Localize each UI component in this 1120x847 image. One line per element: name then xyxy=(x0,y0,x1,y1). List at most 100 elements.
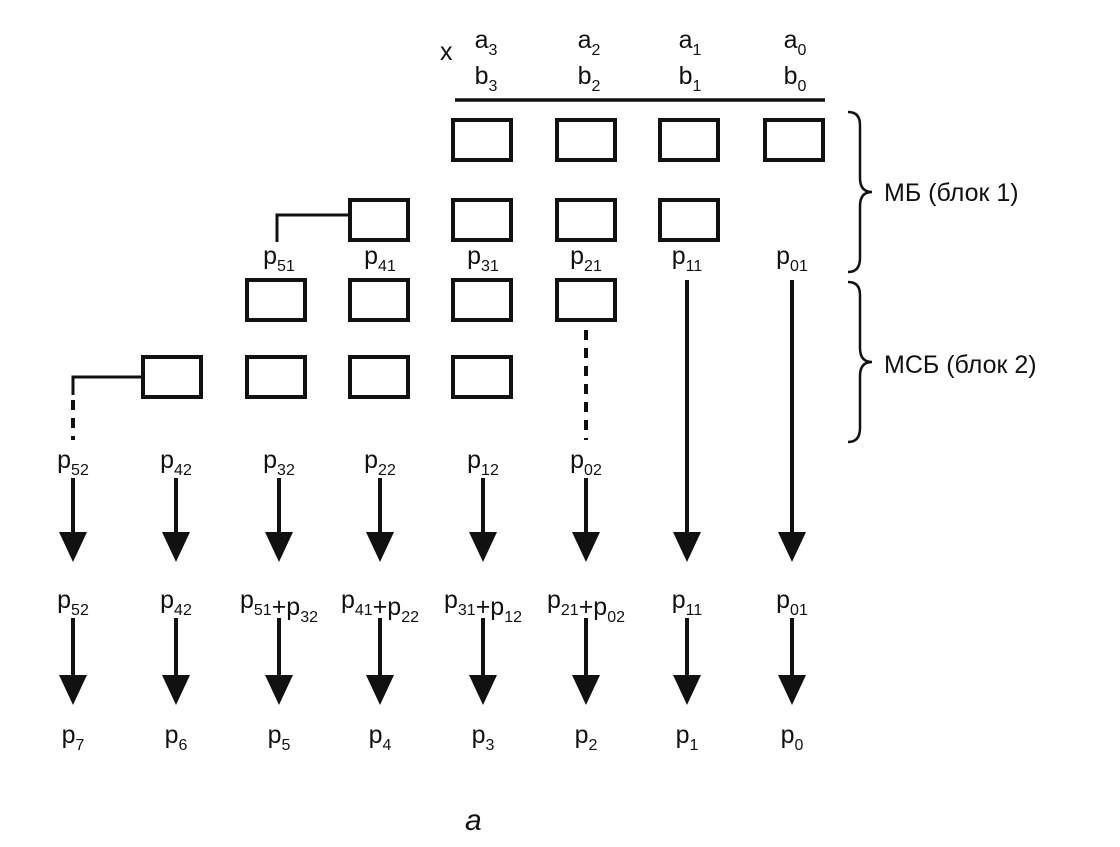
product-bit-label-subscript: 6 xyxy=(179,737,188,754)
partial-row1-label: p01 xyxy=(776,242,808,275)
sum-label-subscript: 01 xyxy=(790,602,808,619)
product-bit-label: p2 xyxy=(575,721,598,754)
multiplicand-digit-base: a xyxy=(578,26,592,54)
multiplier-digit-base: b xyxy=(784,62,798,90)
sum-label-base: p xyxy=(444,586,458,614)
sum-to-product-arrow-arrowhead xyxy=(572,675,600,705)
sum-label-subscript: 42 xyxy=(174,602,192,619)
sum-label-base: p xyxy=(57,586,71,614)
partial-row2-label-subscript: 42 xyxy=(174,462,192,479)
multiplier-digit-subscript: 1 xyxy=(693,78,702,95)
sum-label-subscript: 12 xyxy=(504,609,522,626)
multiplicand-digit: a2 xyxy=(578,26,601,59)
product-bit-label-base: p xyxy=(472,721,486,749)
partial-row2-label-subscript: 52 xyxy=(71,462,89,479)
block1-cell xyxy=(658,198,720,242)
partial-row2-label: p32 xyxy=(263,446,295,479)
sum-label-base: p xyxy=(776,586,790,614)
partial-row2-label: p22 xyxy=(364,446,396,479)
product-bit-label-base: p xyxy=(575,721,589,749)
multiplier-digit: b1 xyxy=(679,62,702,95)
block2-cell xyxy=(348,278,410,322)
partial-row1-label-subscript: 11 xyxy=(686,258,703,275)
multiplier-digit: b2 xyxy=(578,62,601,95)
product-bit-label: p3 xyxy=(472,721,495,754)
multiplier-digit-subscript: 0 xyxy=(798,78,807,95)
sum-label: p21+p02 xyxy=(547,586,625,626)
multiplicand-digit-base: a xyxy=(784,26,798,54)
block1-label: МБ (блок 1) xyxy=(884,179,1019,207)
multiplicand-digit-subscript: 3 xyxy=(489,42,498,59)
partial-row1-label-base: p xyxy=(776,242,790,270)
block1-carry-wire xyxy=(275,213,350,242)
block2-carry-wire xyxy=(71,375,143,395)
partial-row1-label-base: p xyxy=(364,242,378,270)
partial-row2-label-base: p xyxy=(364,446,378,474)
partial-row1-label-subscript: 41 xyxy=(378,258,396,275)
product-bit-label-subscript: 5 xyxy=(282,737,291,754)
partial-row1-label: p31 xyxy=(467,242,499,275)
partial-row2-label-base: p xyxy=(570,446,584,474)
block1-cell xyxy=(451,198,513,242)
sum-to-product-arrow-arrowhead xyxy=(778,675,806,705)
sum-label-subscript: 52 xyxy=(71,602,89,619)
partial-row1-label-subscript: 31 xyxy=(481,258,499,275)
partial-row1-label-base: p xyxy=(263,242,277,270)
block2-label: МСБ (блок 2) xyxy=(884,351,1037,379)
partial-to-sum-arrow-arrowhead xyxy=(59,532,87,562)
sum-label-subscript: 31 xyxy=(458,602,476,619)
block2-cell xyxy=(245,278,307,322)
sum-label-subscript: 21 xyxy=(561,602,579,619)
partial-row2-label-base: p xyxy=(263,446,277,474)
sum-to-product-arrow-arrowhead xyxy=(162,675,190,705)
product-bit-label-base: p xyxy=(781,721,795,749)
sum-label: p11 xyxy=(672,586,703,619)
block1-cell xyxy=(451,118,513,162)
sum-label: p42 xyxy=(160,586,192,619)
multiplicand-digit: a0 xyxy=(784,26,807,59)
sum-label-base: p xyxy=(341,586,355,614)
partial-to-sum-arrow-arrowhead xyxy=(265,532,293,562)
partial-to-sum-arrow-arrowhead xyxy=(162,532,190,562)
partial-row2-label-subscript: 32 xyxy=(277,462,295,479)
multiplicand-digit-subscript: 1 xyxy=(693,42,702,59)
partial-row2-label-subscript: 12 xyxy=(481,462,499,479)
multiplier-digit: b3 xyxy=(475,62,498,95)
product-bit-label-subscript: 1 xyxy=(690,737,699,754)
partial-to-sum-arrow-arrowhead xyxy=(366,532,394,562)
partial-row1-label: p11 xyxy=(672,242,703,275)
partial-row2-label: p42 xyxy=(160,446,192,479)
multiplicand-digit-subscript: 0 xyxy=(798,42,807,59)
block2-cell xyxy=(348,355,410,399)
product-bit-label-subscript: 7 xyxy=(76,737,85,754)
partial-to-sum-arrow-arrowhead xyxy=(572,532,600,562)
block1-cell xyxy=(555,118,617,162)
block2-cell xyxy=(245,355,307,399)
sum-to-product-arrow-arrowhead xyxy=(366,675,394,705)
multiplier-digit-base: b xyxy=(679,62,693,90)
partial-row1-label-subscript: 01 xyxy=(790,258,808,275)
partial-row1-label-subscript: 21 xyxy=(584,258,602,275)
sum-label-subscript: 11 xyxy=(686,602,703,619)
sum-label-base: +p xyxy=(476,593,505,621)
block1-cell xyxy=(348,198,410,242)
sum-label: p52 xyxy=(57,586,89,619)
partial-row2-label: p52 xyxy=(57,446,89,479)
partial-row2-label-subscript: 22 xyxy=(378,462,396,479)
product-bit-label: p7 xyxy=(62,721,85,754)
partial-row1-label-base: p xyxy=(570,242,584,270)
sum-to-product-arrow-arrowhead xyxy=(59,675,87,705)
multiplier-digit-subscript: 2 xyxy=(592,78,601,95)
partial-row1-label: p21 xyxy=(570,242,602,275)
sum-label-base: +p xyxy=(579,593,608,621)
partial-row2-label-subscript: 02 xyxy=(584,462,602,479)
partial-row1-label-base: p xyxy=(672,242,686,270)
sum-label-subscript: 51 xyxy=(254,602,272,619)
sum-label: p31+p12 xyxy=(444,586,522,626)
sum-label-base: p xyxy=(160,586,174,614)
partial-row2-label-base: p xyxy=(160,446,174,474)
product-bit-label-base: p xyxy=(165,721,179,749)
partial-row1-label: p51 xyxy=(263,242,295,275)
product-bit-label: p4 xyxy=(369,721,392,754)
